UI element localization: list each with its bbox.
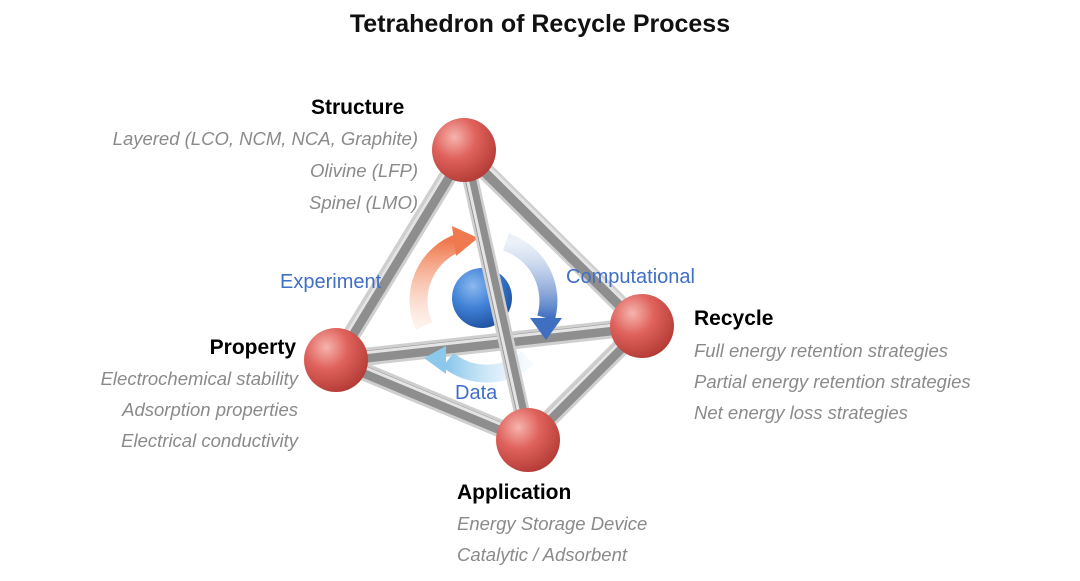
application-item-1: Energy Storage Device [457, 513, 648, 534]
computational-arrow [502, 233, 558, 321]
recycle-item-1: Full energy retention strategies [694, 340, 948, 361]
node-recycle [610, 294, 674, 358]
structure-heading: Structure [311, 96, 405, 119]
edge-structure-property [327, 141, 473, 369]
edge-structure-application [456, 142, 536, 448]
vertex-nodes [304, 118, 674, 472]
experiment-label: Experiment [280, 271, 382, 293]
application-item-2: Catalytic / Adsorbent [457, 544, 628, 565]
application-heading: Application [457, 481, 572, 504]
property-item-3: Electrical conductivity [121, 430, 298, 451]
front-edges [327, 141, 651, 449]
edge-property-application [327, 351, 537, 449]
structure-item-1: Layered (LCO, NCM, NCA, Graphite) [112, 128, 418, 149]
structure-item-2: Olivine (LFP) [310, 160, 418, 181]
diagram-title: Tetrahedron of Recycle Process [349, 10, 731, 38]
recycle-item-3: Net energy loss strategies [694, 402, 908, 423]
recycle-heading: Recycle [694, 307, 774, 330]
node-property [304, 328, 368, 392]
node-application [496, 408, 560, 472]
property-heading: Property [209, 336, 296, 359]
back-edges [327, 317, 651, 369]
edge-structure-recycle [455, 141, 651, 335]
cycle-arrows [409, 226, 562, 383]
recycle-item-2: Partial energy retention strategies [694, 371, 971, 392]
data-arrow [442, 351, 534, 383]
computational-label: Computational [566, 266, 695, 288]
node-structure [432, 118, 496, 182]
experiment-arrow [409, 233, 464, 330]
structure-item-3: Spinel (LMO) [309, 192, 418, 213]
property-item-2: Adsorption properties [122, 399, 298, 420]
data-label: Data [455, 382, 498, 404]
property-item-1: Electrochemical stability [100, 368, 298, 389]
